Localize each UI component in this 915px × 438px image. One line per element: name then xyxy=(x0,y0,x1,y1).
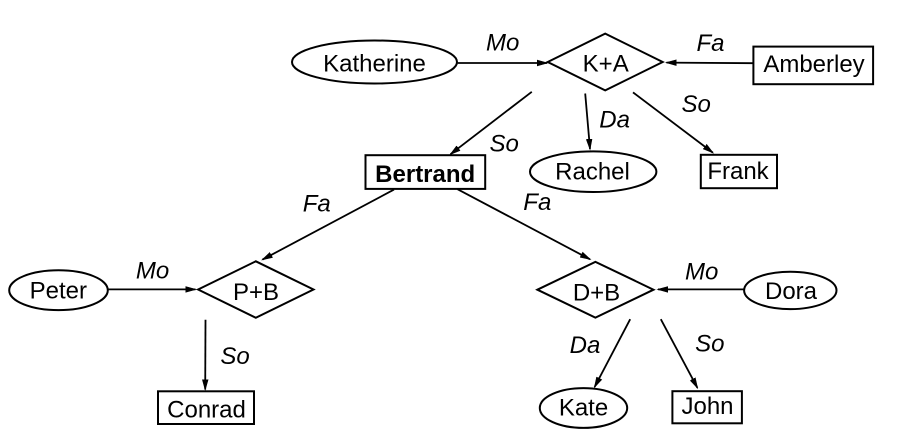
svg-text:Mo: Mo xyxy=(685,259,718,286)
svg-text:So: So xyxy=(682,91,711,118)
svg-text:Bertrand: Bertrand xyxy=(375,161,475,188)
svg-text:Frank: Frank xyxy=(707,158,769,185)
svg-text:Rachel: Rachel xyxy=(555,158,630,185)
svg-text:K+A: K+A xyxy=(583,51,629,78)
svg-text:Dora: Dora xyxy=(765,278,818,305)
svg-text:Da: Da xyxy=(599,107,630,134)
svg-text:So: So xyxy=(490,131,519,158)
svg-text:John: John xyxy=(681,393,733,420)
svg-text:Kate: Kate xyxy=(559,395,608,422)
svg-text:Mo: Mo xyxy=(136,257,169,284)
svg-text:D+B: D+B xyxy=(573,279,620,306)
svg-text:So: So xyxy=(695,330,724,357)
svg-text:P+B: P+B xyxy=(233,279,279,306)
svg-text:Fa: Fa xyxy=(523,189,551,216)
svg-text:Fa: Fa xyxy=(303,190,331,217)
svg-text:Katherine: Katherine xyxy=(323,51,426,78)
svg-text:Mo: Mo xyxy=(486,30,519,57)
svg-text:Amberley: Amberley xyxy=(763,51,864,78)
svg-text:Conrad: Conrad xyxy=(167,397,246,424)
svg-text:So: So xyxy=(220,343,249,370)
svg-text:Peter: Peter xyxy=(30,278,87,305)
svg-text:Da: Da xyxy=(570,332,601,359)
svg-text:Fa: Fa xyxy=(696,30,724,57)
